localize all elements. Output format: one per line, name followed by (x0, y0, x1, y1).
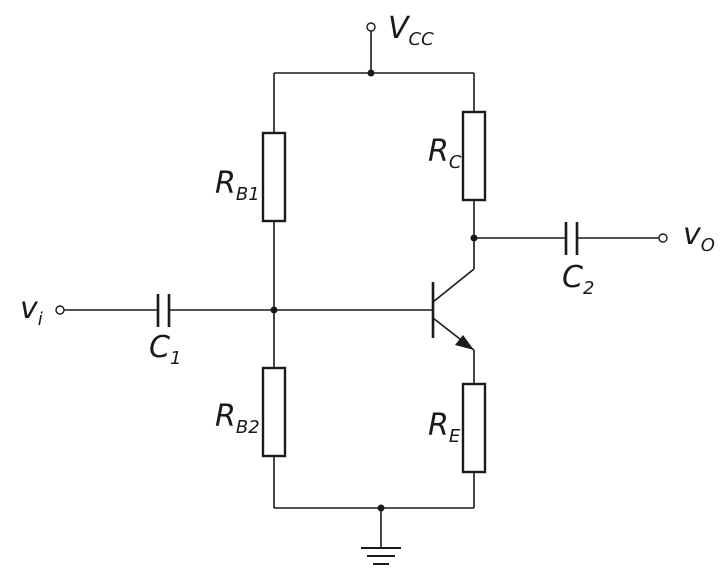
c2-capacitor (564, 222, 579, 255)
re-resistor (461, 382, 487, 474)
vo-label-sub: O (701, 235, 715, 256)
rc-resistor (461, 110, 487, 202)
rb1-label-sub: B1 (236, 184, 260, 205)
vcc-label: VCC (388, 11, 434, 50)
vo-label: vO (683, 217, 715, 256)
rb1-resistor (261, 131, 287, 223)
rb1-label-main: R (215, 166, 236, 201)
rb1-label: RB1 (215, 166, 260, 205)
rc-label-sub: C (449, 152, 462, 173)
rb2-label-sub: B2 (236, 417, 260, 438)
c1-label-main: C (149, 330, 170, 365)
c2-label-sub: 2 (583, 278, 594, 299)
vi-label: vi (20, 291, 43, 330)
vi-terminal (55, 305, 65, 315)
vcc-label-sub: CC (409, 29, 435, 50)
rb2-label: RB2 (215, 399, 260, 438)
c1-label-sub: 1 (170, 348, 181, 369)
re-label-sub: E (449, 426, 461, 447)
vcc-label-main: V (388, 11, 411, 46)
rb2-resistor (261, 366, 287, 458)
vcc-junction (367, 69, 375, 77)
base-junction (270, 306, 278, 314)
vcc-terminal (366, 22, 376, 73)
c1-label: C1 (149, 330, 181, 369)
rc-label: RC (428, 134, 462, 173)
npn-transistor (431, 268, 475, 351)
vo-label-main: v (683, 217, 702, 252)
c1-capacitor (156, 294, 171, 327)
ground-symbol (361, 508, 401, 565)
re-label: RE (428, 408, 461, 447)
c2-label: C2 (562, 260, 594, 299)
emitter-arrow (455, 335, 474, 350)
rc-label-main: R (428, 134, 449, 169)
c2-label-main: C (562, 260, 583, 295)
vi-label-sub: i (38, 309, 43, 330)
rb2-label-main: R (215, 399, 236, 434)
vi-label-main: v (20, 291, 39, 326)
vo-terminal (658, 233, 668, 243)
re-label-main: R (428, 408, 449, 443)
